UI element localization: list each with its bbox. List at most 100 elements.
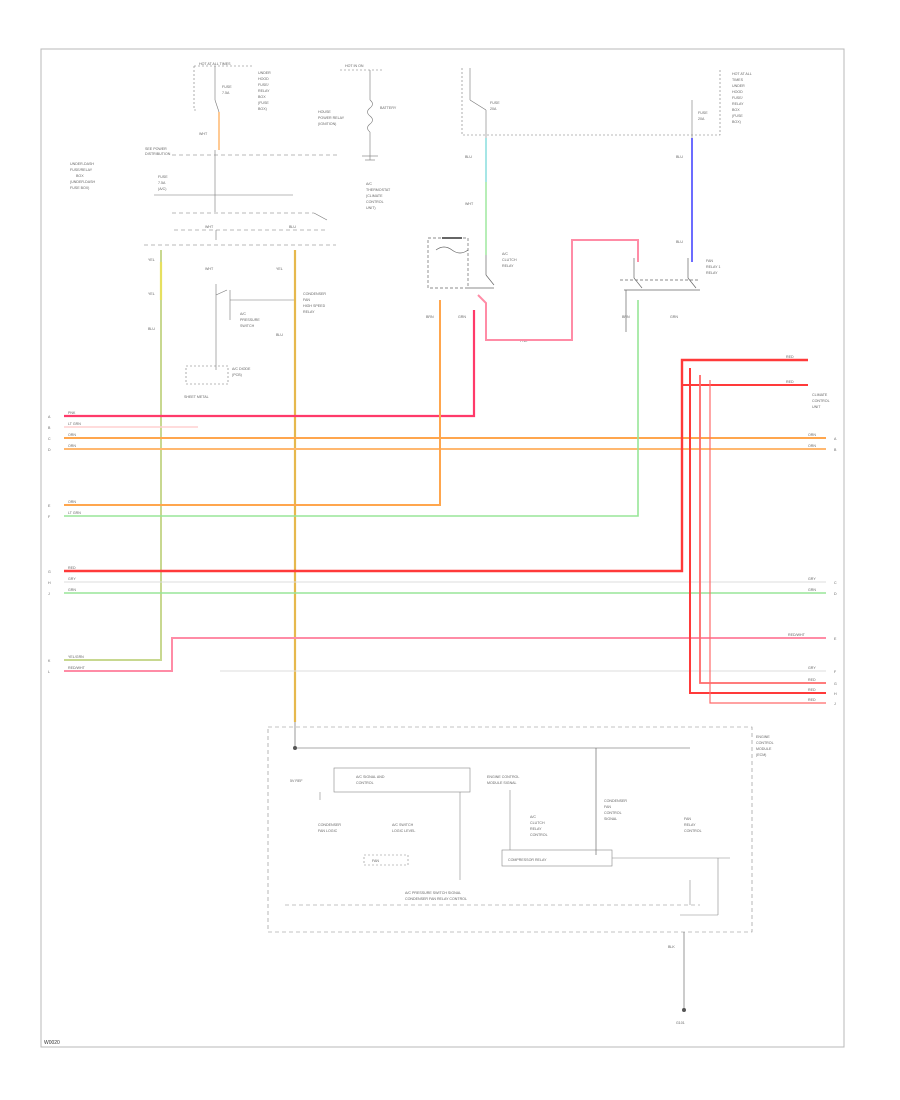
svg-text:LT GRN: LT GRN <box>68 511 81 515</box>
wire-red-right-2 <box>699 375 826 684</box>
svg-text:CLIMATE: CLIMATE <box>812 393 828 397</box>
svg-text:FUSE/RELAY: FUSE/RELAY <box>70 168 93 172</box>
svg-text:L: L <box>48 670 50 674</box>
wire-yellow-green-left <box>64 250 162 661</box>
svg-text:FUSE/: FUSE/ <box>732 96 743 100</box>
svg-text:BOX: BOX <box>76 174 84 178</box>
svg-text:(UNDER-DASH: (UNDER-DASH <box>70 180 96 184</box>
svg-text:20A: 20A <box>698 117 705 121</box>
left-wire-labels: PNK LT GRN ORN ORN ORN LT GRN RED GRY GR… <box>68 411 86 670</box>
svg-text:RELAY: RELAY <box>706 271 718 275</box>
svg-text:CONTROL: CONTROL <box>684 829 702 833</box>
svg-text:A/C SWITCH: A/C SWITCH <box>392 823 414 827</box>
svg-text:CONTROL: CONTROL <box>366 200 384 204</box>
svg-text:RED: RED <box>808 698 816 702</box>
svg-text:SEE POWER: SEE POWER <box>145 147 167 151</box>
svg-text:DISTRIBUTION: DISTRIBUTION <box>145 152 171 156</box>
svg-text:BOX): BOX) <box>732 120 741 124</box>
svg-text:B: B <box>48 426 51 430</box>
svg-text:FAN: FAN <box>684 817 691 821</box>
footer-code: W0020 <box>44 1040 60 1046</box>
top-left-labels: HOT AT ALL TIMES UNDER HOOD FUSE/ RELAY … <box>70 62 326 399</box>
wire-red-right-1 <box>689 368 826 694</box>
left-connector-pins: A B C D E F G H J K L <box>48 415 51 674</box>
svg-text:RED: RED <box>68 566 76 570</box>
svg-text:MODULE: MODULE <box>756 747 772 751</box>
svg-text:A: A <box>48 415 51 419</box>
svg-text:CLUTCH: CLUTCH <box>530 821 545 825</box>
diagram-border <box>40 48 845 1048</box>
svg-text:FUSE: FUSE <box>698 111 708 115</box>
svg-text:RELAY 1: RELAY 1 <box>706 265 720 269</box>
svg-text:A/C: A/C <box>240 312 246 316</box>
svg-text:GRN: GRN <box>68 588 76 592</box>
svg-text:BLU: BLU <box>676 155 683 159</box>
svg-text:GRN: GRN <box>670 315 678 319</box>
svg-text:K: K <box>48 659 51 663</box>
svg-text:GRN: GRN <box>808 588 816 592</box>
top-center-labels: HOT IN ON BATTERY HOUSE POWER RELAY (IGN… <box>318 64 397 210</box>
svg-text:RELAY: RELAY <box>530 827 542 831</box>
svg-text:ENGINE: ENGINE <box>756 735 770 739</box>
wire-pink-relay-link <box>477 239 639 341</box>
svg-text:WHT: WHT <box>205 225 214 229</box>
svg-text:CONTROL: CONTROL <box>756 741 774 745</box>
top-right-labels: HOT AT ALL TIMES UNDER HOOD FUSE/ RELAY … <box>426 72 752 343</box>
svg-text:BLU: BLU <box>276 333 283 337</box>
control-module-labels: ENGINE CONTROL MODULE (ECM) 5V REF A/C S… <box>290 735 774 1025</box>
svg-text:A/C: A/C <box>366 182 372 186</box>
svg-text:A/C: A/C <box>502 252 508 256</box>
svg-text:BLU: BLU <box>289 225 296 229</box>
svg-text:FUSE: FUSE <box>222 85 232 89</box>
svg-text:H: H <box>834 692 837 696</box>
svg-text:RELAY: RELAY <box>303 310 315 314</box>
ground-point <box>682 1008 686 1012</box>
svg-text:UNIT: UNIT <box>812 405 821 409</box>
svg-text:FAN LOGIC: FAN LOGIC <box>318 829 338 833</box>
svg-text:CONDENSER FAN RELAY CONTROL: CONDENSER FAN RELAY CONTROL <box>405 897 467 901</box>
svg-text:TIMES: TIMES <box>732 78 744 82</box>
svg-text:A/C: A/C <box>530 815 536 819</box>
svg-text:CLUTCH: CLUTCH <box>502 258 517 262</box>
svg-text:THERMOSTAT: THERMOSTAT <box>366 188 391 192</box>
svg-text:UNDER: UNDER <box>732 84 745 88</box>
svg-text:RED/WHT: RED/WHT <box>68 666 86 670</box>
svg-text:BOX: BOX <box>258 95 266 99</box>
svg-text:HOUSE: HOUSE <box>318 110 331 114</box>
svg-text:BLK: BLK <box>668 945 675 949</box>
svg-text:G: G <box>834 682 837 686</box>
svg-text:WHT: WHT <box>199 132 208 136</box>
svg-text:F: F <box>48 515 51 519</box>
wire-red-right-3 <box>709 380 826 704</box>
svg-text:CONTROL: CONTROL <box>812 399 830 403</box>
svg-text:PNK: PNK <box>68 411 76 415</box>
svg-text:FAN: FAN <box>706 259 713 263</box>
svg-text:(A/C): (A/C) <box>158 187 166 191</box>
svg-text:(PCB): (PCB) <box>232 373 242 377</box>
svg-text:LOGIC LEVEL: LOGIC LEVEL <box>392 829 415 833</box>
control-module <box>267 722 753 1010</box>
svg-text:J: J <box>48 592 50 596</box>
svg-text:RELAY: RELAY <box>684 823 696 827</box>
svg-text:FUSE: FUSE <box>490 101 500 105</box>
svg-text:HOT IN ON: HOT IN ON <box>345 64 364 68</box>
svg-text:UNDER-DASH: UNDER-DASH <box>70 162 94 166</box>
svg-text:J: J <box>834 702 836 706</box>
svg-text:BLU: BLU <box>676 240 683 244</box>
svg-text:B: B <box>834 448 837 452</box>
svg-text:RELAY: RELAY <box>732 102 744 106</box>
svg-text:RED: RED <box>808 688 816 692</box>
svg-text:HOT AT ALL: HOT AT ALL <box>732 72 752 76</box>
svg-text:GRN: GRN <box>458 315 466 319</box>
svg-text:FUSE/: FUSE/ <box>258 83 269 87</box>
svg-text:RED: RED <box>786 380 794 384</box>
svg-text:(CLIMATE: (CLIMATE <box>366 194 383 198</box>
svg-text:BOX: BOX <box>732 108 740 112</box>
svg-text:RELAY: RELAY <box>502 264 514 268</box>
right-wire-labels: RED RED ORN ORN GRY GRN RED/WHT GRY RED … <box>786 355 837 706</box>
svg-text:ORN: ORN <box>808 433 816 437</box>
svg-text:CONDENSER: CONDENSER <box>303 292 326 296</box>
svg-text:(FUSE: (FUSE <box>258 101 269 105</box>
svg-text:YEL/GRN: YEL/GRN <box>68 655 84 659</box>
